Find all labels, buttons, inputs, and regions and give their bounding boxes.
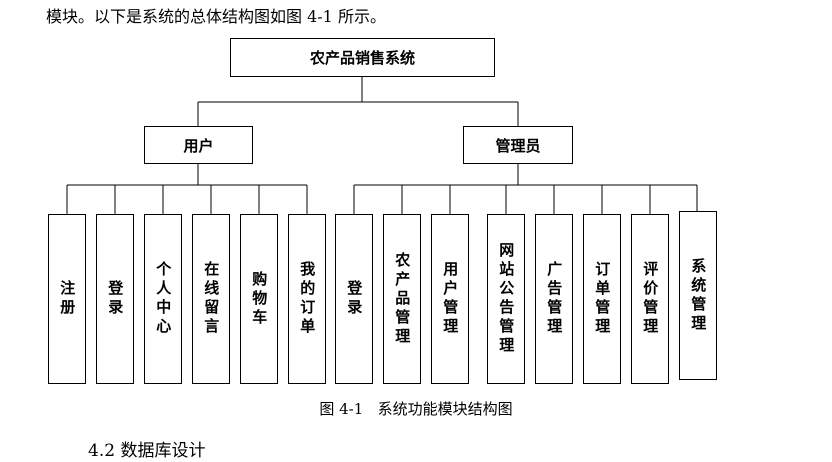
next-section-heading: 4.2 数据库设计	[88, 441, 206, 461]
leaf-admin-announcements: 网站公告管理	[487, 214, 525, 384]
leaf-admin-ads: 广告管理	[535, 214, 573, 384]
leaf-admin-users: 用户管理	[431, 214, 469, 384]
leaf-admin-orders: 订单管理	[583, 214, 621, 384]
group-node-user: 用户	[144, 126, 253, 164]
group-node-admin: 管理员	[463, 126, 573, 164]
root-node: 农产品销售系统	[230, 38, 495, 77]
leaf-user-register: 注册	[48, 214, 86, 384]
leaf-user-login: 登录	[96, 214, 134, 384]
leaf-admin-login: 登录	[335, 214, 373, 384]
leaf-admin-products: 农产品管理	[383, 214, 421, 384]
leaf-user-orders: 我的订单	[288, 214, 326, 384]
leaf-user-cart: 购物车	[240, 214, 278, 384]
leaf-admin-system: 系统管理	[679, 211, 717, 380]
leaf-user-profile: 个人中心	[144, 214, 182, 384]
figure-caption: 图 4-1 系统功能模块结构图	[319, 400, 513, 418]
leaf-user-message: 在线留言	[192, 214, 230, 384]
intro-paragraph: 模块。以下是系统的总体结构图如图 4-1 所示。	[46, 7, 386, 26]
leaf-admin-reviews: 评价管理	[631, 214, 669, 384]
